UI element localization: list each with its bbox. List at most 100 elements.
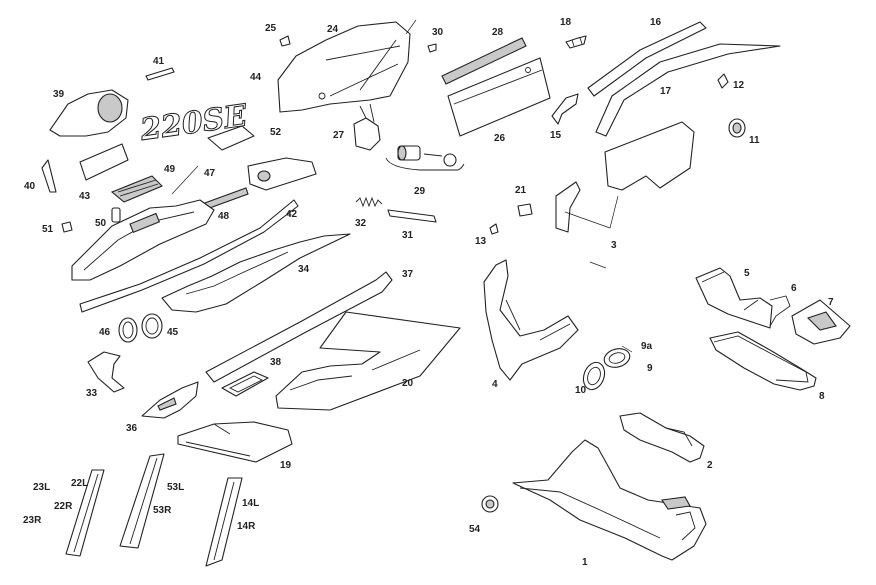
part-14-pillar-trim [205,477,243,567]
part-53-pillar-trim [119,453,165,549]
part-30-screw [427,43,437,53]
part-15-handle [551,93,579,125]
label-part-34: 34 [298,264,310,275]
label-part-38: 38 [270,357,282,368]
label-part-13: 13 [475,236,487,247]
leader-lines [171,19,633,353]
part-54-plug [481,495,499,513]
label-part-14l: 14L [242,498,260,509]
part-3-door-panels [555,121,695,233]
part-51-screw [61,221,73,233]
label-part-23r: 23R [23,515,42,526]
label-part-17: 17 [660,86,672,97]
part-47-dash-panel [247,157,317,191]
part-41-strip [145,67,175,81]
part-19-floor-mat [177,421,293,463]
part-7-bracket [791,299,851,345]
part-50-knob [111,207,121,223]
label-part-44: 44 [250,72,262,83]
label-part-19: 19 [280,460,292,471]
label-part-37: 37 [402,269,414,280]
label-part-29: 29 [414,186,426,197]
part-39-air-duct [49,89,129,137]
label-part-48: 48 [218,211,230,222]
label-part-39: 39 [53,89,65,100]
label-part-25: 25 [265,23,277,34]
part-9-ring [603,348,631,368]
part-45-bezel [141,313,163,339]
part-13-screw [489,223,499,235]
label-part-22l: 22L [71,478,89,489]
label-part-43: 43 [79,191,91,202]
part-42-molding [79,199,299,313]
part-49-grille [110,175,163,203]
label-part-47: 47 [204,168,216,179]
label-part-42: 42 [286,209,298,220]
label-part-5: 5 [744,268,750,279]
label-part-12: 12 [733,80,745,91]
label-part-36: 36 [126,423,138,434]
part-5-seat-cover [695,267,773,329]
label-part-23l: 23L [33,482,51,493]
part-29-lock-cylinder [385,145,465,171]
part-32-spring [355,196,383,208]
label-part-46: 46 [99,327,111,338]
label-part-11: 11 [749,135,760,146]
label-part-18: 18 [560,17,572,28]
label-part-31: 31 [402,230,414,241]
label-part-14r: 14R [237,521,256,532]
label-part-49: 49 [164,164,176,175]
part-8-seal [709,331,817,391]
part-24-glovebox [277,21,411,113]
label-part-8: 8 [819,391,825,402]
part-43-plate [79,143,129,181]
part-12-clip [717,73,729,89]
label-part-7: 7 [828,297,834,308]
label-part-9: 9 [647,363,653,374]
label-part-16: 16 [650,17,662,28]
part-40-clip [41,159,57,193]
label-part-20: 20 [402,378,414,389]
part-17-strip [595,43,781,137]
part-46-bezel [118,317,138,343]
label-part-33: 33 [86,388,98,399]
label-part-41: 41 [153,56,165,67]
part-22-23-pillar-trim [65,469,105,557]
label-part-10: 10 [575,385,587,396]
label-part-22r: 22R [54,501,73,512]
part-34-crash-pad [161,233,351,313]
part-11-grommet [728,118,746,138]
label-part-26: 26 [494,133,506,144]
part-1-lower-panel [512,439,707,561]
label-part-27: 27 [333,130,345,141]
part-2-cover [619,412,705,463]
label-part-2: 2 [707,460,713,471]
label-part-51: 51 [42,224,54,235]
label-part-40: 40 [24,181,36,192]
part-20-floor-mat [275,311,461,411]
label-part-9a: 9a [641,341,653,352]
label-part-24: 24 [327,24,339,35]
part-28-seal-strip [441,37,527,85]
label-part-52: 52 [270,127,282,138]
label-part-53l: 53L [167,482,185,493]
part-52-plate [207,125,255,151]
label-part-3: 3 [611,240,617,251]
part-dashboard-panel [71,199,215,281]
part-33-bracket [87,351,125,393]
part-26-glovebox-lid [447,57,551,137]
part-10-ring [582,361,606,391]
part-4-kick-panel [483,259,579,381]
label-part-45: 45 [167,327,179,338]
part-36-bracket [141,381,199,419]
label-part-15: 15 [550,130,562,141]
label-part-4: 4 [492,379,498,390]
part-27-lock [353,103,381,151]
part-37-trim-strip [205,271,393,383]
label-part-50: 50 [95,218,107,229]
label-part-28: 28 [492,27,504,38]
label-part-54: 54 [469,524,481,535]
part-38-vent-ring [221,371,269,397]
